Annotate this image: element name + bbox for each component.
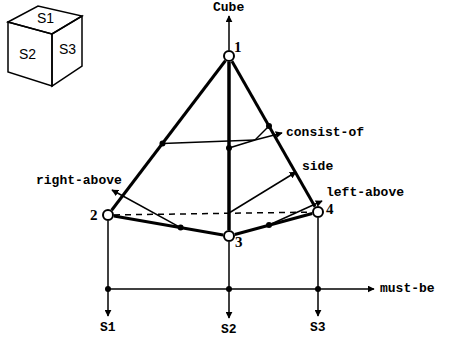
graph-node: 2 [102,209,114,221]
graph-edge [227,62,231,230]
relation-label: S2 [221,323,237,337]
dashed-edge [114,212,312,215]
relation-label: S3 [310,321,326,335]
node-number: 1 [234,40,242,55]
relation-label: side [302,160,333,174]
graph-node: 4 [312,206,324,218]
junction-dots [105,123,321,292]
graph-edge [235,214,312,235]
node-number: 2 [90,208,98,223]
cube-icon [8,6,82,86]
relation-label: must-be [380,282,435,296]
face-label: S2 [19,47,36,62]
graph-edge [112,61,226,210]
graph-edge [114,216,223,235]
relation-label: left-above [326,186,404,200]
graph-node: 1 [223,50,235,62]
graph-node: 3 [223,230,235,242]
relation-label: consist-of [286,126,364,140]
node-number: 3 [235,235,243,250]
relation-label: right-above [36,174,122,188]
face-label: S3 [59,42,76,57]
relation-label: Cube [213,1,244,15]
relation-label: S1 [100,321,116,335]
node-number: 4 [326,202,334,217]
face-label: S1 [37,11,54,26]
leader-lines [108,16,374,318]
